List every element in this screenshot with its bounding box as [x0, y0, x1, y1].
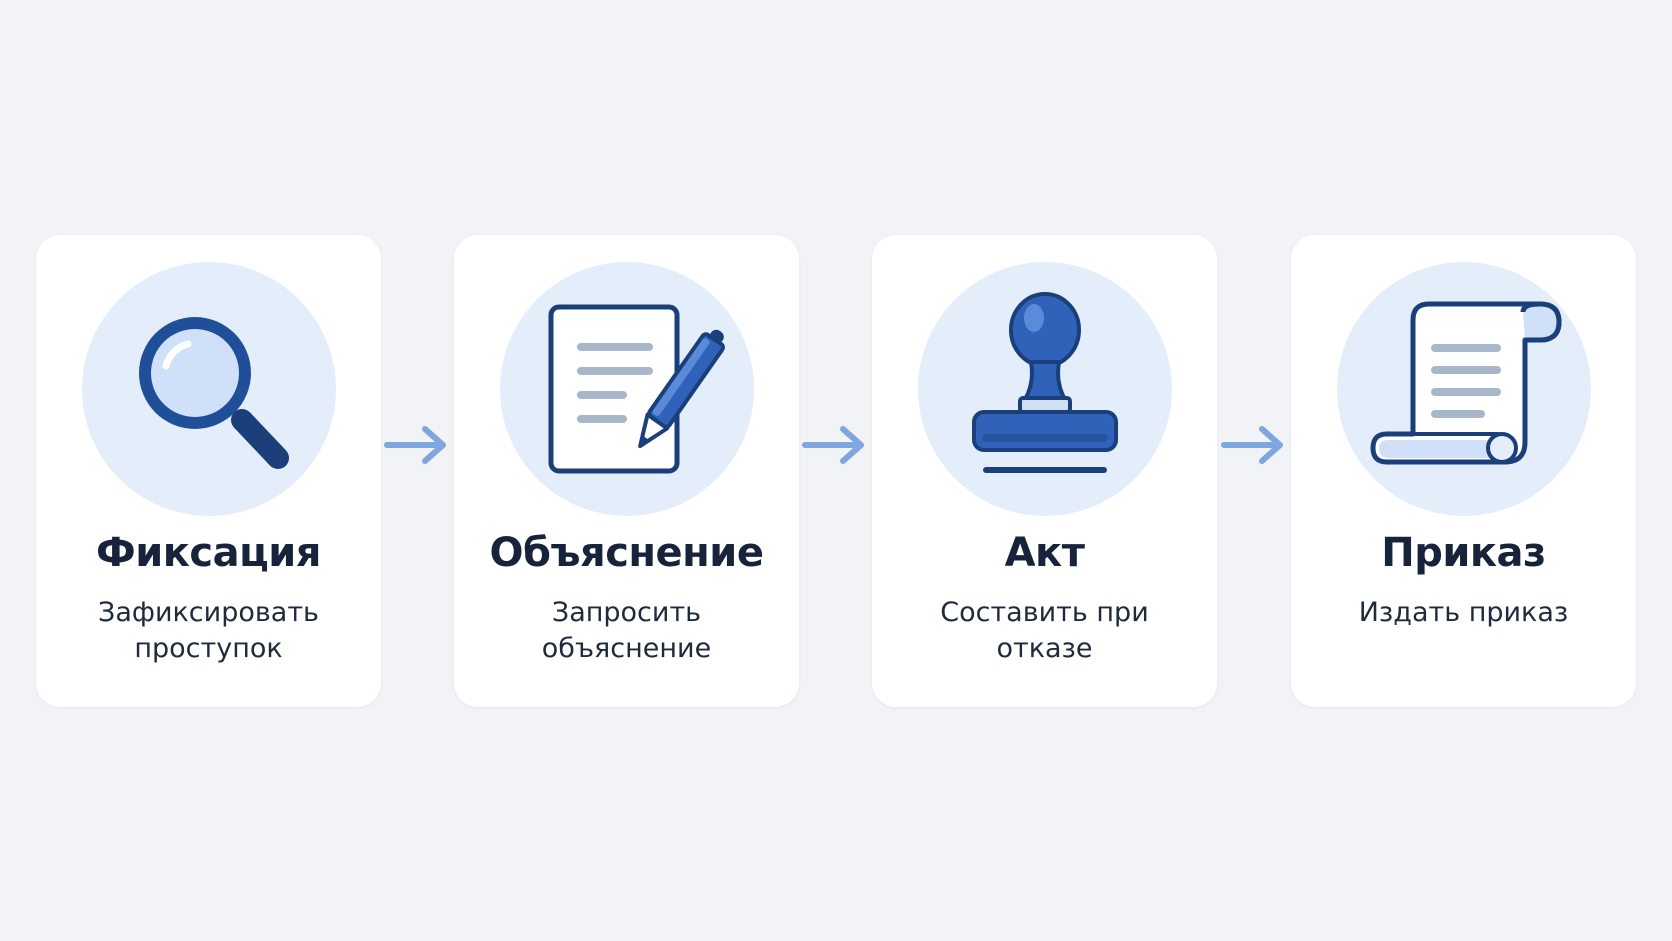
- magnifier-icon: [139, 317, 289, 469]
- step-card-fixation: Фиксация Зафиксировать проступок: [36, 235, 381, 707]
- icon-badge: [82, 262, 336, 516]
- step-description: Зафиксировать проступок: [98, 597, 319, 664]
- step-title: Фиксация: [96, 530, 321, 576]
- document-pen-icon: [548, 304, 725, 474]
- arrow-right-icon: [384, 426, 446, 464]
- step-description: Составить при отказе: [940, 597, 1149, 664]
- icon-badge: [500, 262, 754, 516]
- icon-badge: [918, 262, 1172, 516]
- icon-badge: [1337, 262, 1591, 516]
- step-title: Акт: [1004, 530, 1085, 576]
- step-description: Издать приказ: [1358, 597, 1569, 628]
- step-card-explanation: Объяснение Запросить объяснение: [454, 235, 799, 707]
- scroll-icon: [1370, 301, 1562, 465]
- arrow-right-icon: [802, 426, 864, 464]
- step-title: Приказ: [1381, 530, 1546, 576]
- step-description: Запросить объяснение: [541, 597, 712, 664]
- arrow-right-icon: [1221, 426, 1283, 464]
- stamp-icon: [972, 292, 1118, 473]
- step-card-order: Приказ Издать приказ: [1291, 235, 1636, 707]
- step-title: Объяснение: [489, 530, 764, 576]
- step-card-act: Акт Составить при отказе: [872, 235, 1217, 707]
